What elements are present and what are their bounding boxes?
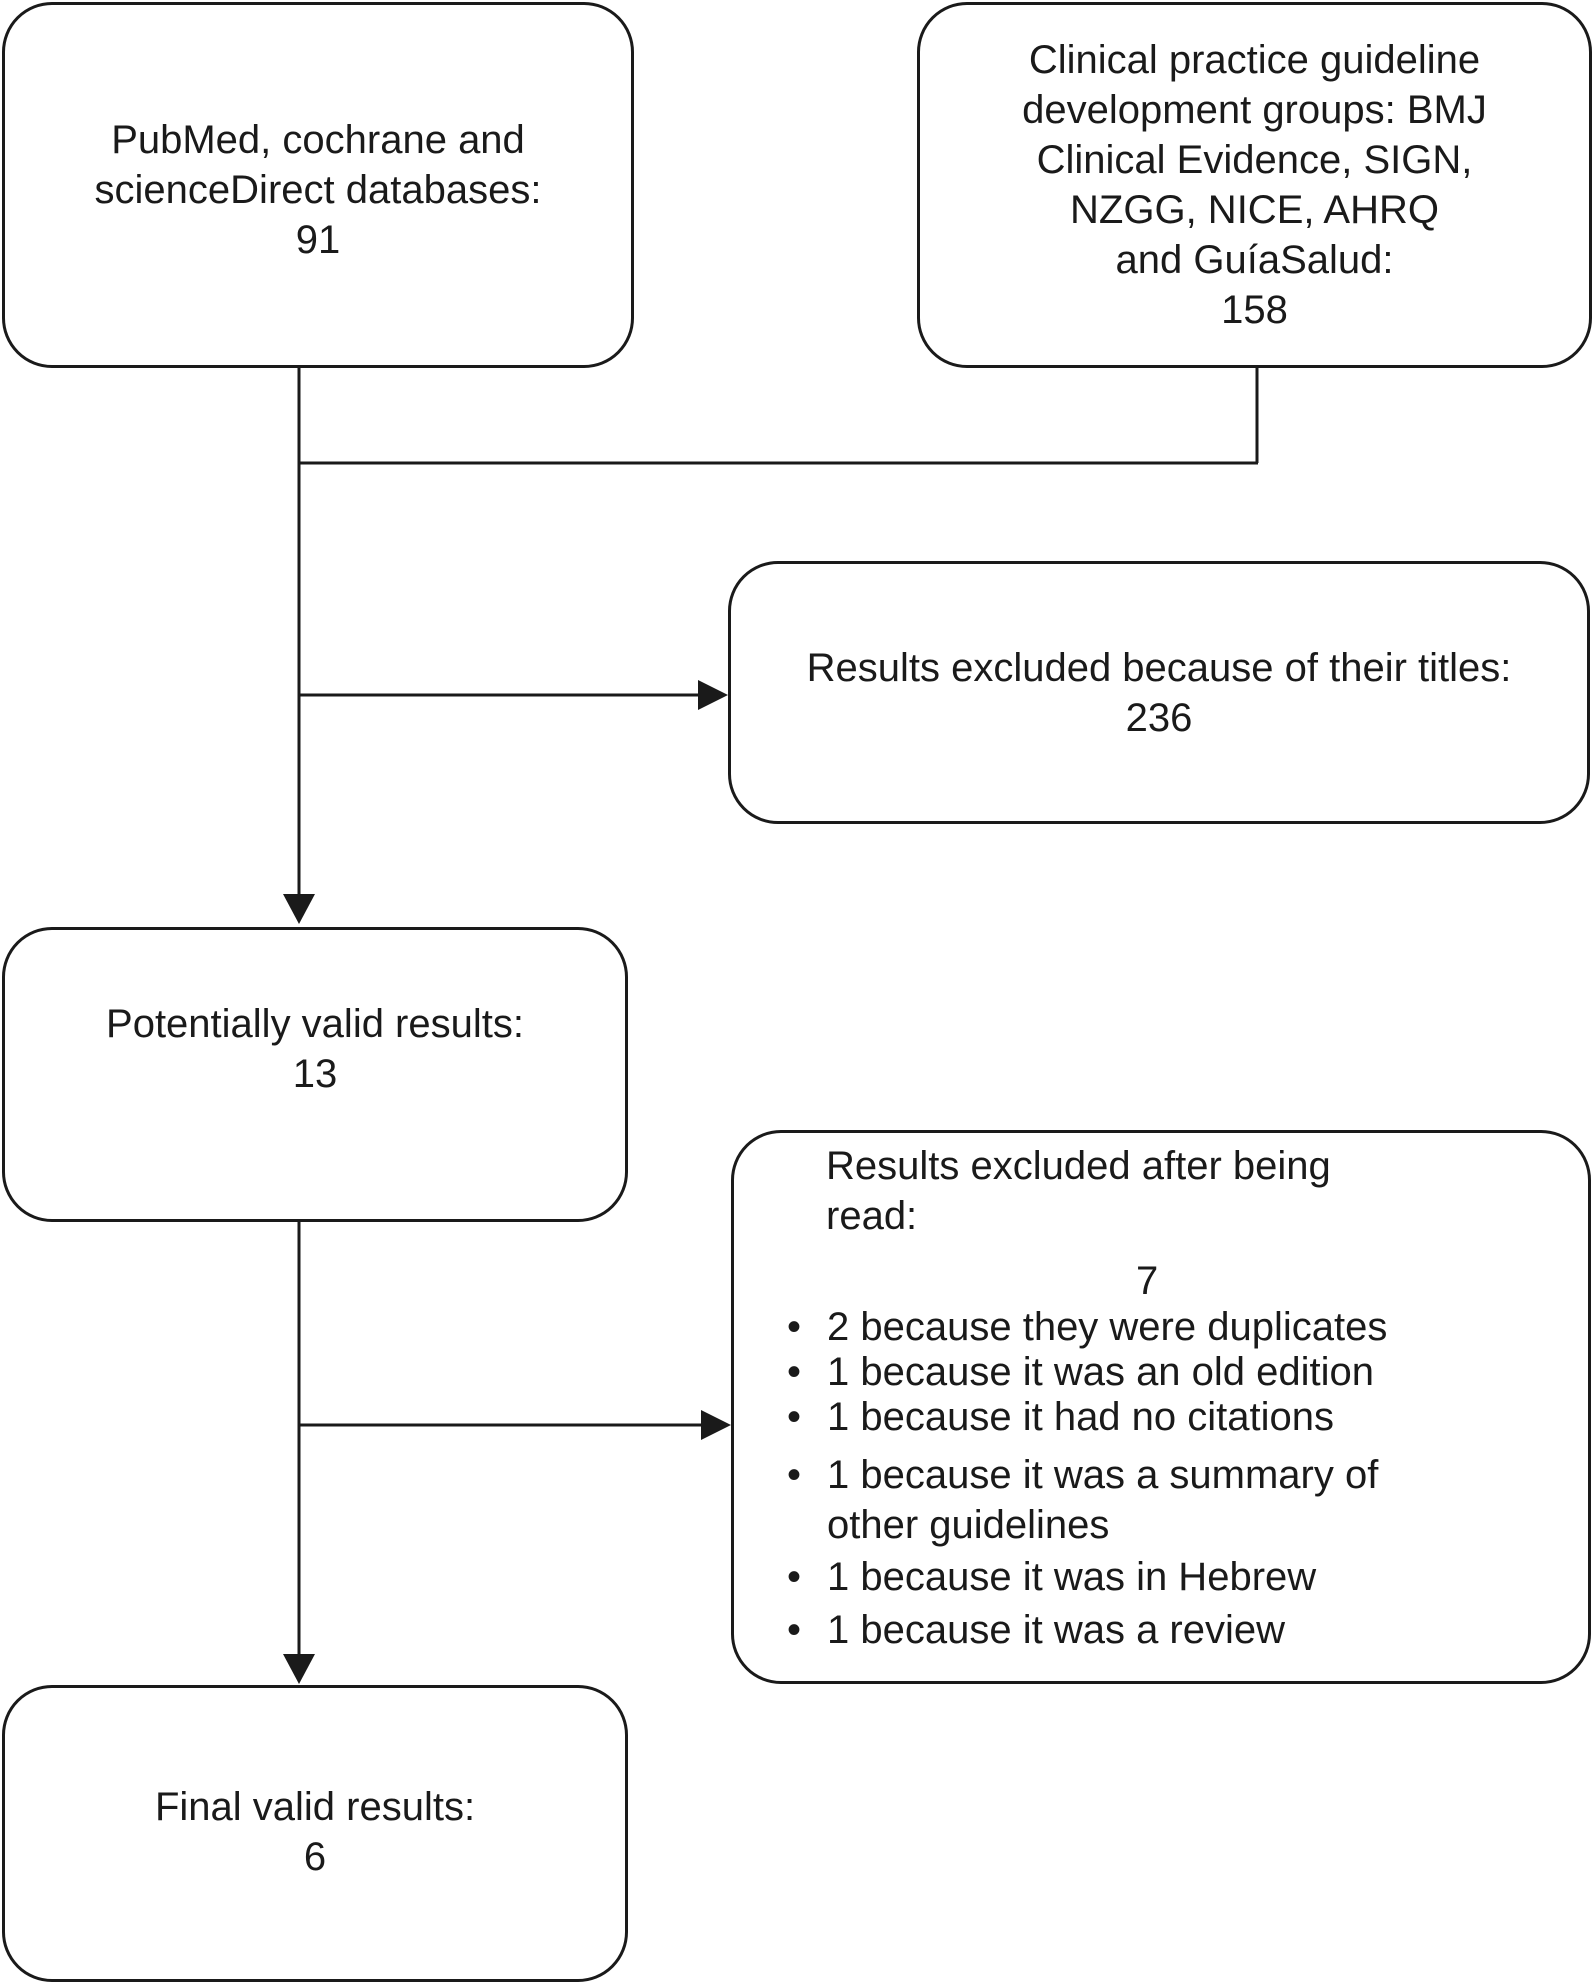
bullet-icon: • <box>787 1350 802 1394</box>
databases-line1: PubMed, cochrane and <box>111 118 525 162</box>
arrowhead-titles <box>698 680 728 710</box>
arrowhead-final <box>283 1654 315 1684</box>
guidelines-line3: Clinical Evidence, SIGN, <box>1036 138 1473 182</box>
excluded-read-count: 7 <box>1136 1259 1159 1303</box>
bullet-icon: • <box>787 1555 802 1599</box>
bullet-icon: • <box>787 1608 802 1652</box>
guidelines-count: 158 <box>1221 288 1288 332</box>
final-valid-label: Final valid results: <box>154 1785 476 1829</box>
excluded-read-line2: read: <box>826 1194 918 1238</box>
reason-text: 1 because it had no citations <box>827 1395 1335 1439</box>
guidelines-line1: Clinical practice guideline <box>1028 38 1481 82</box>
potentially-valid-label: Potentially valid results: <box>106 1002 524 1046</box>
potentially-valid-box <box>2 927 628 1222</box>
excluded-read-line1: Results excluded after being <box>826 1144 1331 1188</box>
arrowhead-read <box>701 1410 731 1440</box>
reason-text: 1 because it was an old edition <box>827 1350 1375 1394</box>
bullet-icon: • <box>787 1453 802 1497</box>
bullet-icon: • <box>787 1305 802 1349</box>
guidelines-line2: development groups: BMJ <box>1022 88 1487 132</box>
excluded-read-box <box>731 1130 1591 1684</box>
excluded-titles-box <box>728 561 1590 824</box>
databases-line2: scienceDirect databases: <box>94 168 542 212</box>
databases-count: 91 <box>295 218 341 262</box>
guidelines-line4: NZGG, NICE, AHRQ <box>1070 188 1439 232</box>
guidelines-line5: and GuíaSalud: <box>1115 238 1394 282</box>
reason-text: 1 because it was a review <box>827 1608 1286 1652</box>
final-valid-box <box>2 1685 628 1982</box>
arrowhead-potentially-valid <box>283 894 315 924</box>
databases-box <box>2 2 634 368</box>
potentially-valid-count: 13 <box>292 1052 338 1096</box>
reason-text: 1 because it was in Hebrew <box>827 1555 1317 1599</box>
final-valid-count: 6 <box>303 1835 327 1879</box>
excluded-titles-label: Results excluded because of their titles… <box>806 646 1512 690</box>
reason-text: 2 because they were duplicates <box>827 1305 1388 1349</box>
reason-text-continued: other guidelines <box>827 1503 1110 1547</box>
reason-text: 1 because it was a summary of <box>827 1453 1379 1497</box>
bullet-icon: • <box>787 1395 802 1439</box>
excluded-titles-count: 236 <box>1125 696 1193 740</box>
guidelines-box <box>917 2 1592 368</box>
